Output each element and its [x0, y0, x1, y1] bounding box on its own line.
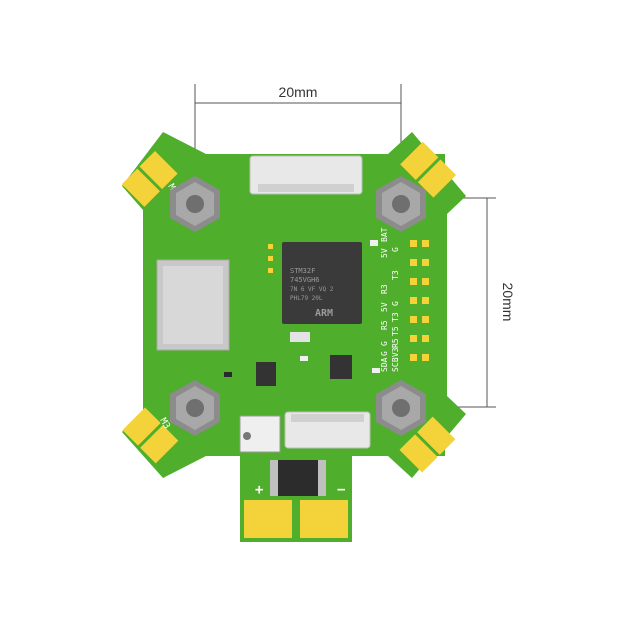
pad-label-t3: T3 — [391, 270, 400, 280]
top-connector — [249, 155, 363, 195]
standoff-bottom-right — [376, 380, 426, 436]
vertical-dimension-label: 20mm — [500, 283, 516, 322]
motor-pads-bottom-right — [399, 416, 456, 473]
small-components — [224, 240, 380, 453]
plus-label: + — [255, 482, 263, 498]
pad-label-r5-2: R5 — [391, 338, 400, 348]
pad-label-g4: G — [380, 351, 389, 356]
pad-label-scl: SCL — [391, 357, 400, 372]
bottom-connector — [284, 411, 371, 449]
mcu-line3: 7N 6 VF VQ 2 — [290, 286, 334, 293]
standoff-top-left — [170, 176, 220, 232]
mcu-line1: STM32F — [290, 267, 315, 275]
positive-pad — [244, 500, 292, 538]
power-diode — [270, 460, 326, 496]
pad-label-bat: BAT — [380, 227, 389, 242]
pad-label-g3: G — [380, 341, 389, 346]
pad-label-sda: SDA — [380, 357, 389, 372]
motor-pads-top-right — [400, 141, 457, 198]
pad-label-g1: G — [391, 247, 400, 252]
pad-label-g2: G — [391, 301, 400, 306]
standoff-bottom-left — [170, 380, 220, 436]
mcu-brand: ARM — [315, 308, 333, 319]
pad-label-t5: T5 — [391, 326, 400, 336]
motor-pads-top-left — [121, 150, 178, 207]
pad-label-5v: 5V — [380, 248, 389, 258]
usb-connector — [156, 259, 230, 351]
silkscreen-labels: 5V BAT R3 T3 G R5 5V G T5 G T3 SDA G R5 … — [380, 227, 400, 372]
mcu-chip: STM32F 745VGH6 7N 6 VF VQ 2 PHL79 20L AR… — [282, 242, 362, 324]
mcu-line4: PHL79 20L — [290, 295, 323, 302]
motor-label-m3: M3 — [157, 417, 171, 431]
pad-label-r3: R3 — [380, 284, 389, 294]
power-tab: + − — [240, 450, 352, 542]
uart-pad-array — [410, 240, 429, 361]
motor-pads-bottom-left — [122, 407, 179, 464]
minus-label: − — [337, 482, 345, 498]
pad-label-r5: R5 — [380, 320, 389, 330]
mcu-line2: 745VGH6 — [290, 276, 320, 284]
negative-pad — [300, 500, 348, 538]
pad-label-3v3: 3V3 — [391, 347, 400, 362]
standoff-top-right — [376, 176, 426, 232]
pad-label-5v-2: 5V — [380, 302, 389, 312]
pad-label-t3-2: T3 — [391, 312, 400, 322]
horizontal-dimension-label: 20mm — [279, 84, 318, 100]
